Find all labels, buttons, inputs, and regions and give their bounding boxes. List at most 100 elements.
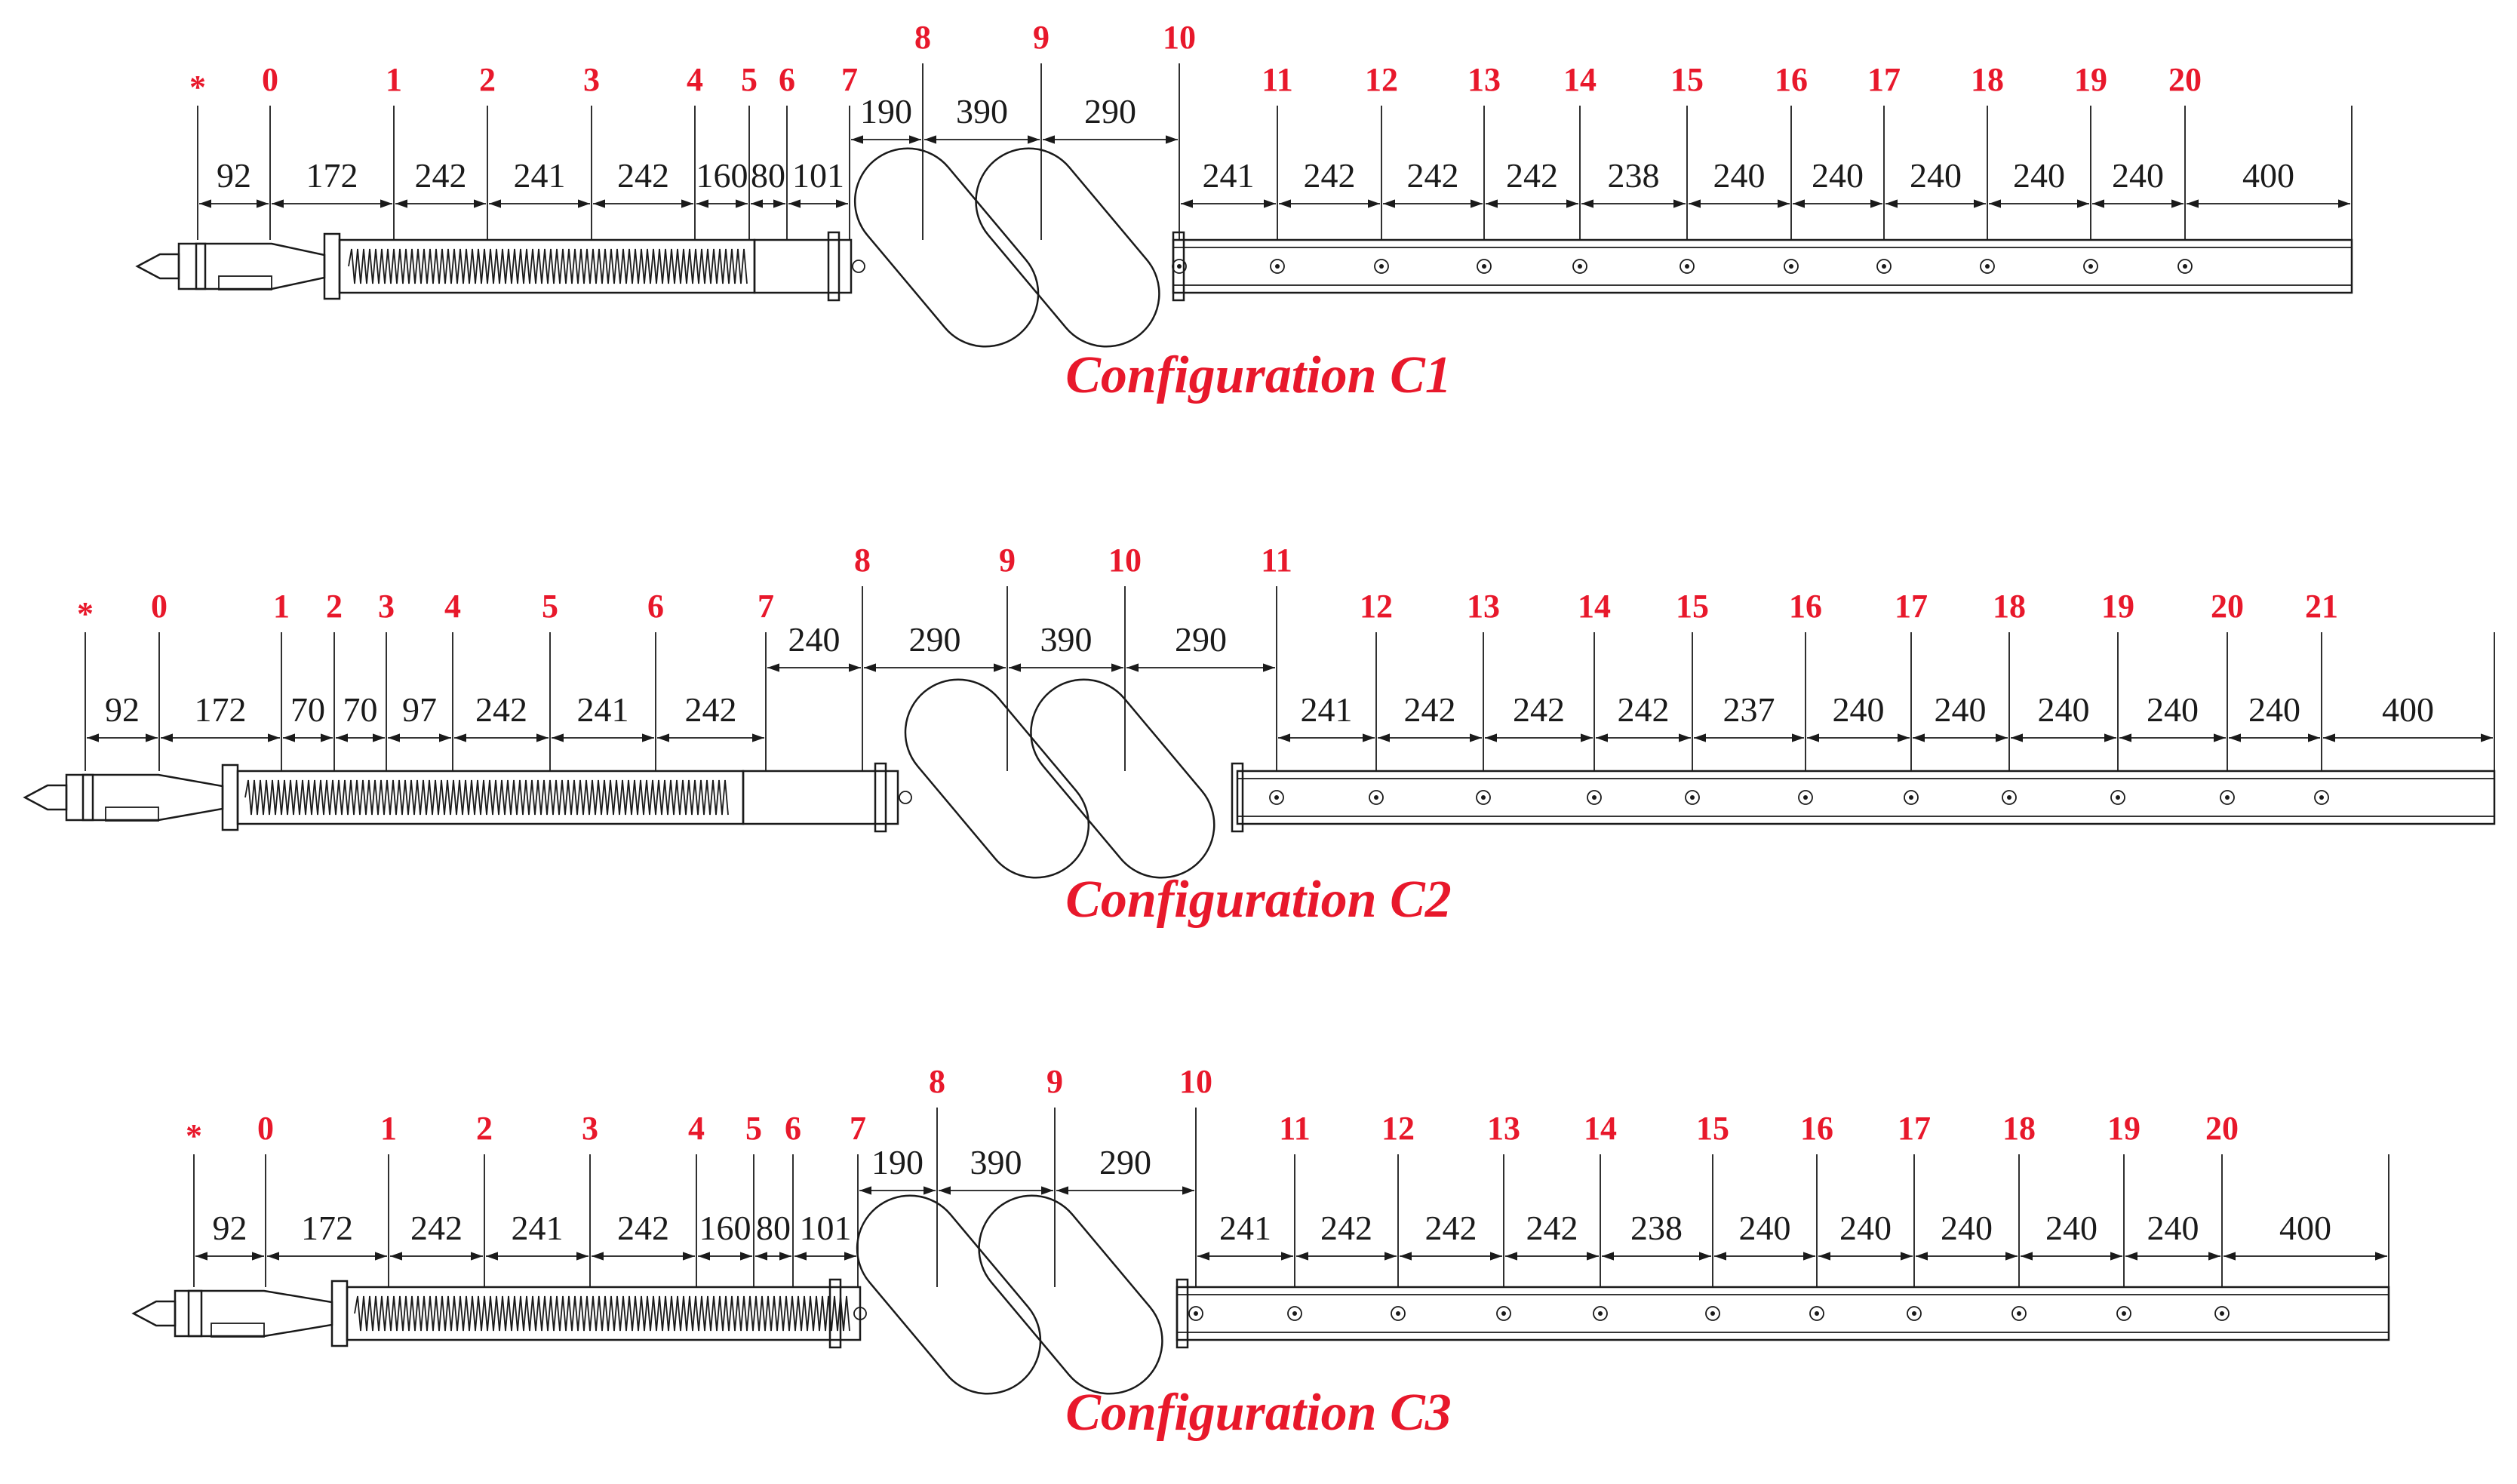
dimension-value: 240	[1713, 156, 1766, 195]
reference-marker: *	[186, 1117, 202, 1154]
measure-point-label: 11	[1279, 1110, 1311, 1147]
dimension-value: 240	[1812, 156, 1864, 195]
dimension-value: 172	[195, 690, 247, 729]
dimension-value: 290	[909, 620, 961, 659]
measure-point-label: 2	[326, 588, 343, 625]
measure-point-label: 9	[999, 542, 1016, 579]
spring-coil	[348, 248, 748, 284]
measure-point-label: 12	[1365, 61, 1398, 98]
sensor-port	[1980, 259, 1995, 274]
measure-point-label: 11	[1261, 542, 1292, 579]
measure-point-label: 13	[1487, 1110, 1520, 1147]
dimension-value: 238	[1608, 156, 1660, 195]
dimension-value: 242	[1407, 156, 1459, 195]
dimension-value: 242	[1526, 1209, 1578, 1247]
dimension-value: 241	[1301, 690, 1353, 729]
measure-point-label: 17	[1867, 61, 1901, 98]
dimension-value: 241	[514, 156, 566, 195]
dimension-value: 238	[1630, 1209, 1683, 1247]
dimension-value: 160	[696, 156, 748, 195]
dimension-value: 241	[1219, 1209, 1271, 1247]
sensor-port	[1705, 1306, 1720, 1321]
dimension-value: 240	[1935, 690, 1987, 729]
measure-point-label: 5	[745, 1110, 762, 1147]
sinuous-bend-1	[904, 678, 1090, 879]
sinuous-bend-2	[978, 1194, 1163, 1395]
dimension-value: 242	[415, 156, 467, 195]
sensor-port	[1270, 259, 1285, 274]
probe-body	[131, 1194, 2390, 1395]
measure-point-label: 14	[1584, 1110, 1617, 1147]
measure-point-label: 14	[1563, 61, 1597, 98]
measure-point-label: 17	[1898, 1110, 1931, 1147]
dimension-value: 70	[343, 690, 378, 729]
measure-point-label: 6	[785, 1110, 801, 1147]
dimension-value: 92	[217, 156, 251, 195]
sensor-port	[1391, 1306, 1406, 1321]
dimension-value: 242	[617, 1209, 669, 1247]
measure-point-label: 3	[378, 588, 395, 625]
sensor-port	[1477, 259, 1492, 274]
dimension-value: 101	[800, 1209, 852, 1247]
sensor-port	[1798, 790, 1813, 805]
measure-point-label: 7	[850, 1110, 866, 1147]
dimension-value: 240	[2013, 156, 2065, 195]
measure-point-label: 5	[542, 588, 558, 625]
dimension-value: 101	[792, 156, 844, 195]
sensor-port	[1496, 1306, 1511, 1321]
measure-point-label: 6	[779, 61, 795, 98]
dimension-value: 242	[685, 690, 737, 729]
dimension-value: 240	[2248, 690, 2300, 729]
measure-point-label: 8	[854, 542, 871, 579]
dimension-value: 240	[2045, 1209, 2098, 1247]
measure-point-label: 18	[2002, 1110, 2036, 1147]
measure-point-label: 21	[2305, 588, 2338, 625]
dimension-value: 242	[1304, 156, 1356, 195]
sensor-port	[1904, 790, 1919, 805]
dimension-value: 390	[1040, 620, 1093, 659]
measure-point-label: 4	[688, 1110, 705, 1147]
sensor-port	[1476, 790, 1491, 805]
sensor-port	[2083, 259, 2098, 274]
sensor-port	[1593, 1306, 1608, 1321]
measure-point-label: 3	[582, 1110, 598, 1147]
sensor-port	[1374, 259, 1389, 274]
sensor-port	[1876, 259, 1892, 274]
sensor-port	[1188, 1306, 1203, 1321]
measure-point-label: 10	[1163, 19, 1196, 56]
sensor-port	[2011, 1306, 2027, 1321]
dimension-value: 242	[1513, 690, 1565, 729]
sensor-port	[1587, 790, 1602, 805]
dimension-value: 190	[860, 92, 912, 131]
sinuous-bend-2	[1030, 678, 1215, 879]
dimension-value: 92	[213, 1209, 247, 1247]
dimension-value: 242	[1425, 1209, 1477, 1247]
measure-point-label: 8	[929, 1063, 945, 1100]
sensor-port	[2110, 790, 2125, 805]
sensor-port	[1287, 1306, 1302, 1321]
probe-body	[23, 678, 2496, 879]
measure-point-label: 20	[2168, 61, 2202, 98]
sinuous-bend-1	[856, 1194, 1042, 1395]
dimension-value: 160	[699, 1209, 751, 1247]
dimension-value: 237	[1723, 690, 1775, 729]
dimension-value: 240	[1833, 690, 1885, 729]
dimension-value: 290	[1099, 1143, 1151, 1181]
measure-point-label: 9	[1033, 19, 1050, 56]
measure-point-label: 1	[380, 1110, 397, 1147]
reference-marker: *	[77, 595, 94, 632]
dimension-value: 240	[2147, 1209, 2199, 1247]
measure-point-label: 19	[2074, 61, 2107, 98]
measure-point-label: 20	[2211, 588, 2244, 625]
dimension-value: 290	[1175, 620, 1227, 659]
dimension-value: 390	[956, 92, 1008, 131]
dimension-value: 290	[1084, 92, 1136, 131]
dimension-value: 241	[577, 690, 629, 729]
measure-point-label: 11	[1262, 61, 1293, 98]
measure-point-label: 10	[1108, 542, 1142, 579]
dimension-value: 240	[1739, 1209, 1791, 1247]
dimension-value: 240	[1941, 1209, 1993, 1247]
measure-point-label: 8	[914, 19, 931, 56]
dimension-value: 240	[2038, 690, 2090, 729]
dimension-value: 240	[2112, 156, 2164, 195]
